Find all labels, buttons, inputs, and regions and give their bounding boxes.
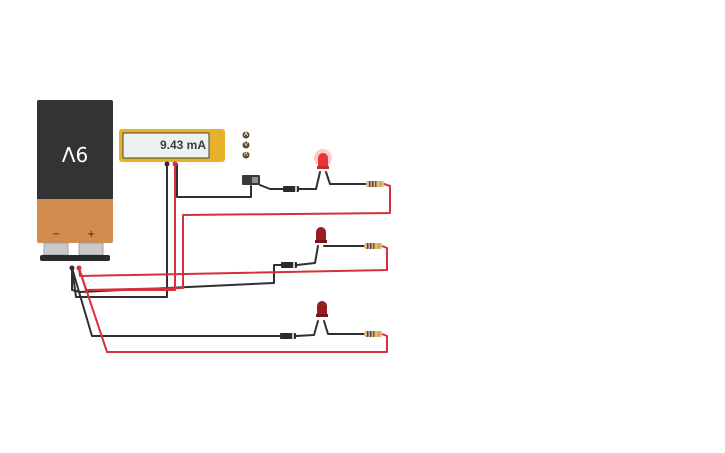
battery-clip (40, 255, 110, 261)
multimeter-mode-v-button[interactable] (242, 141, 250, 149)
wire-black-switch-to-diode-top[interactable] (259, 184, 284, 190)
multimeter-probe-red[interactable] (172, 161, 178, 167)
wire-black-battery-to-diode-bottom[interactable] (71, 267, 281, 337)
wire-black-meter-to-battery[interactable] (71, 163, 168, 298)
wire-black-diode-top-to-led[interactable] (298, 171, 321, 190)
resistor-bottom[interactable] (364, 331, 382, 337)
battery-cap (37, 100, 113, 200)
wire-black-meter-to-switch[interactable] (176, 163, 252, 198)
battery-lead-neg[interactable] (69, 265, 75, 271)
multimeter[interactable] (119, 129, 250, 167)
led-top[interactable] (314, 149, 332, 169)
diode-middle[interactable] (281, 262, 297, 268)
multimeter-probe-black[interactable] (164, 161, 170, 167)
diode-bottom[interactable] (280, 333, 296, 339)
multimeter-mode-a-button[interactable] (242, 131, 250, 139)
wire-red-resistor-mid-return[interactable] (78, 245, 388, 277)
wire-black-led-top-to-resistor[interactable] (325, 171, 367, 185)
battery-body (37, 199, 113, 243)
battery-9v[interactable] (37, 100, 113, 271)
multimeter-mode-r-button[interactable] (242, 151, 250, 159)
battery-lead-pos[interactable] (76, 265, 82, 271)
led-bottom[interactable] (316, 301, 328, 317)
wire-black-diode-mid-to-led[interactable] (296, 245, 319, 266)
wire-black-diode-bottom-to-led[interactable] (295, 320, 319, 337)
battery-terminal-pos[interactable] (78, 242, 104, 256)
led-middle[interactable] (315, 227, 327, 243)
diode-top[interactable] (283, 186, 299, 192)
wire-black-led-bottom-to-resistor[interactable] (323, 320, 365, 335)
wire-red-resistor-top-return[interactable] (85, 183, 391, 291)
slide-switch[interactable] (242, 175, 260, 185)
battery-terminal-neg[interactable] (43, 242, 69, 256)
wire-red-resistor-bottom-return[interactable] (78, 267, 388, 353)
resistor-middle[interactable] (364, 243, 382, 249)
multimeter-screen (122, 132, 210, 159)
slide-switch-knob[interactable] (252, 177, 258, 183)
resistor-top[interactable] (366, 181, 384, 187)
